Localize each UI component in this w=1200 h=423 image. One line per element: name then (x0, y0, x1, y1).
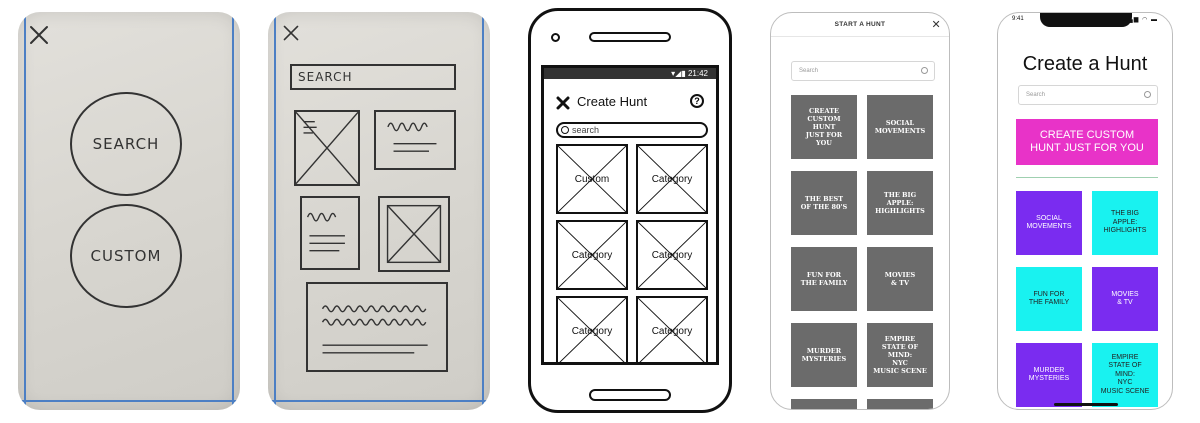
wireframe-screen: ▾◢▮ 21:42 Create Hunt ? search Custom Ca… (541, 65, 719, 365)
signal-wifi-battery-icon: ▂▄▆ ◠ ▬ (1122, 17, 1158, 23)
wireframe-header: Create Hunt ? (544, 79, 716, 119)
gray-mockup-phone: START A HUNT ✕ Search CREATE CUSTOM HUNT… (770, 12, 950, 410)
tile-label: Category (571, 325, 613, 337)
search-placeholder: search (572, 125, 600, 135)
category-tile[interactable]: MOVIES & TV (867, 247, 933, 311)
image-placeholder-icon (638, 146, 706, 212)
sketch-panel-1: SEARCH CUSTOM (18, 12, 240, 410)
category-tile[interactable]: Category (556, 220, 628, 290)
image-placeholder-tile[interactable] (294, 110, 360, 186)
category-tile[interactable]: THE BIG APPLE: HIGHLIGHTS (867, 171, 933, 235)
category-tile[interactable]: EMPIRE STATE OF MIND: NYC MUSIC SCENE (1092, 343, 1158, 407)
text-placeholder-tile[interactable] (300, 196, 360, 270)
image-placeholder-icon (558, 298, 626, 362)
color-mockup-phone: 9:41 ▂▄▆ ◠ ▬ Create a Hunt Search CREATE… (997, 12, 1173, 410)
search-input[interactable]: search (556, 122, 708, 138)
image-placeholder-tile[interactable] (378, 196, 450, 272)
category-tile[interactable]: Category (636, 144, 708, 214)
help-icon[interactable]: ? (690, 94, 704, 108)
search-input[interactable]: Search (791, 61, 935, 81)
home-indicator[interactable] (1054, 403, 1118, 406)
phone-notch (1040, 13, 1132, 27)
category-tile[interactable]: FUN FOR THE FAMILY (1016, 267, 1082, 331)
wireframe-phone: ▾◢▮ 21:42 Create Hunt ? search Custom Ca… (528, 8, 732, 413)
section-divider (1016, 177, 1158, 178)
home-button[interactable] (589, 389, 671, 401)
status-bar: ▾◢▮ 21:42 (544, 68, 716, 79)
status-time: 9:41 (1012, 16, 1024, 22)
category-tile-partial[interactable] (791, 399, 857, 409)
search-icon (921, 67, 928, 74)
category-tile[interactable]: MURDER MYSTERIES (1016, 343, 1082, 407)
close-icon[interactable]: ✕ (931, 19, 941, 31)
search-placeholder: Search (799, 68, 819, 74)
category-tile-partial[interactable] (867, 399, 933, 409)
tile-label: Category (571, 249, 613, 261)
speaker-icon (589, 32, 671, 42)
search-input[interactable]: SEARCH (290, 64, 456, 90)
search-input-label: SEARCH (298, 70, 353, 84)
category-tile[interactable]: SOCIAL MOVEMENTS (867, 95, 933, 159)
wifi-signal-battery-icon: ▾◢▮ (671, 69, 688, 78)
category-tile[interactable]: SOCIAL MOVEMENTS (1016, 191, 1082, 255)
paper-rule (232, 12, 234, 410)
close-icon[interactable] (28, 24, 50, 46)
image-placeholder-icon (558, 146, 626, 212)
camera-icon (551, 33, 560, 42)
custom-circle-label: CUSTOM (90, 247, 162, 265)
create-custom-hunt-tile[interactable]: CREATE CUSTOM HUNT JUST FOR YOU (791, 95, 857, 159)
search-circle-button[interactable]: SEARCH (70, 92, 182, 196)
search-circle-label: SEARCH (92, 135, 160, 153)
search-placeholder: Search (1026, 92, 1046, 98)
search-icon (1144, 91, 1151, 98)
search-input[interactable]: Search (1018, 85, 1158, 105)
category-tile[interactable]: Category (636, 296, 708, 362)
sketch-panel-2: SEARCH (268, 12, 490, 410)
category-tile[interactable]: FUN FOR THE FAMILY (791, 247, 857, 311)
page-title: START A HUNT (834, 21, 886, 28)
custom-circle-button[interactable]: CUSTOM (70, 204, 182, 308)
page-title: Create Hunt (577, 94, 648, 109)
close-icon[interactable] (556, 96, 570, 110)
status-time: 21:42 (687, 69, 708, 78)
text-placeholder-tile[interactable] (306, 282, 448, 372)
category-tile[interactable]: Category (636, 220, 708, 290)
image-placeholder-icon (638, 222, 706, 288)
custom-tile[interactable]: Custom (556, 144, 628, 214)
image-placeholder-icon (638, 298, 706, 362)
screen-header: START A HUNT ✕ (771, 13, 949, 37)
tile-label: Category (651, 249, 693, 261)
page-title: Create a Hunt (1022, 53, 1148, 75)
create-custom-hunt-button[interactable]: CREATE CUSTOM HUNT JUST FOR YOU (1016, 119, 1158, 165)
text-placeholder-tile[interactable] (374, 110, 456, 170)
category-tile[interactable]: THE BEST OF THE 80'S (791, 171, 857, 235)
category-tile[interactable]: MOVIES & TV (1092, 267, 1158, 331)
close-icon[interactable] (282, 24, 300, 42)
paper-rule (482, 12, 484, 410)
category-tile[interactable]: EMPIRE STATE OF MIND: NYC MUSIC SCENE (867, 323, 933, 387)
category-tile[interactable]: MURDER MYSTERIES (791, 323, 857, 387)
image-placeholder-icon (558, 222, 626, 288)
category-tile[interactable]: Category (556, 296, 628, 362)
search-icon (561, 126, 569, 134)
tile-label: Category (651, 173, 693, 185)
tile-label: Category (651, 325, 693, 337)
category-tile[interactable]: THE BIG APPLE: HIGHLIGHTS (1092, 191, 1158, 255)
tile-label: Custom (574, 173, 610, 185)
